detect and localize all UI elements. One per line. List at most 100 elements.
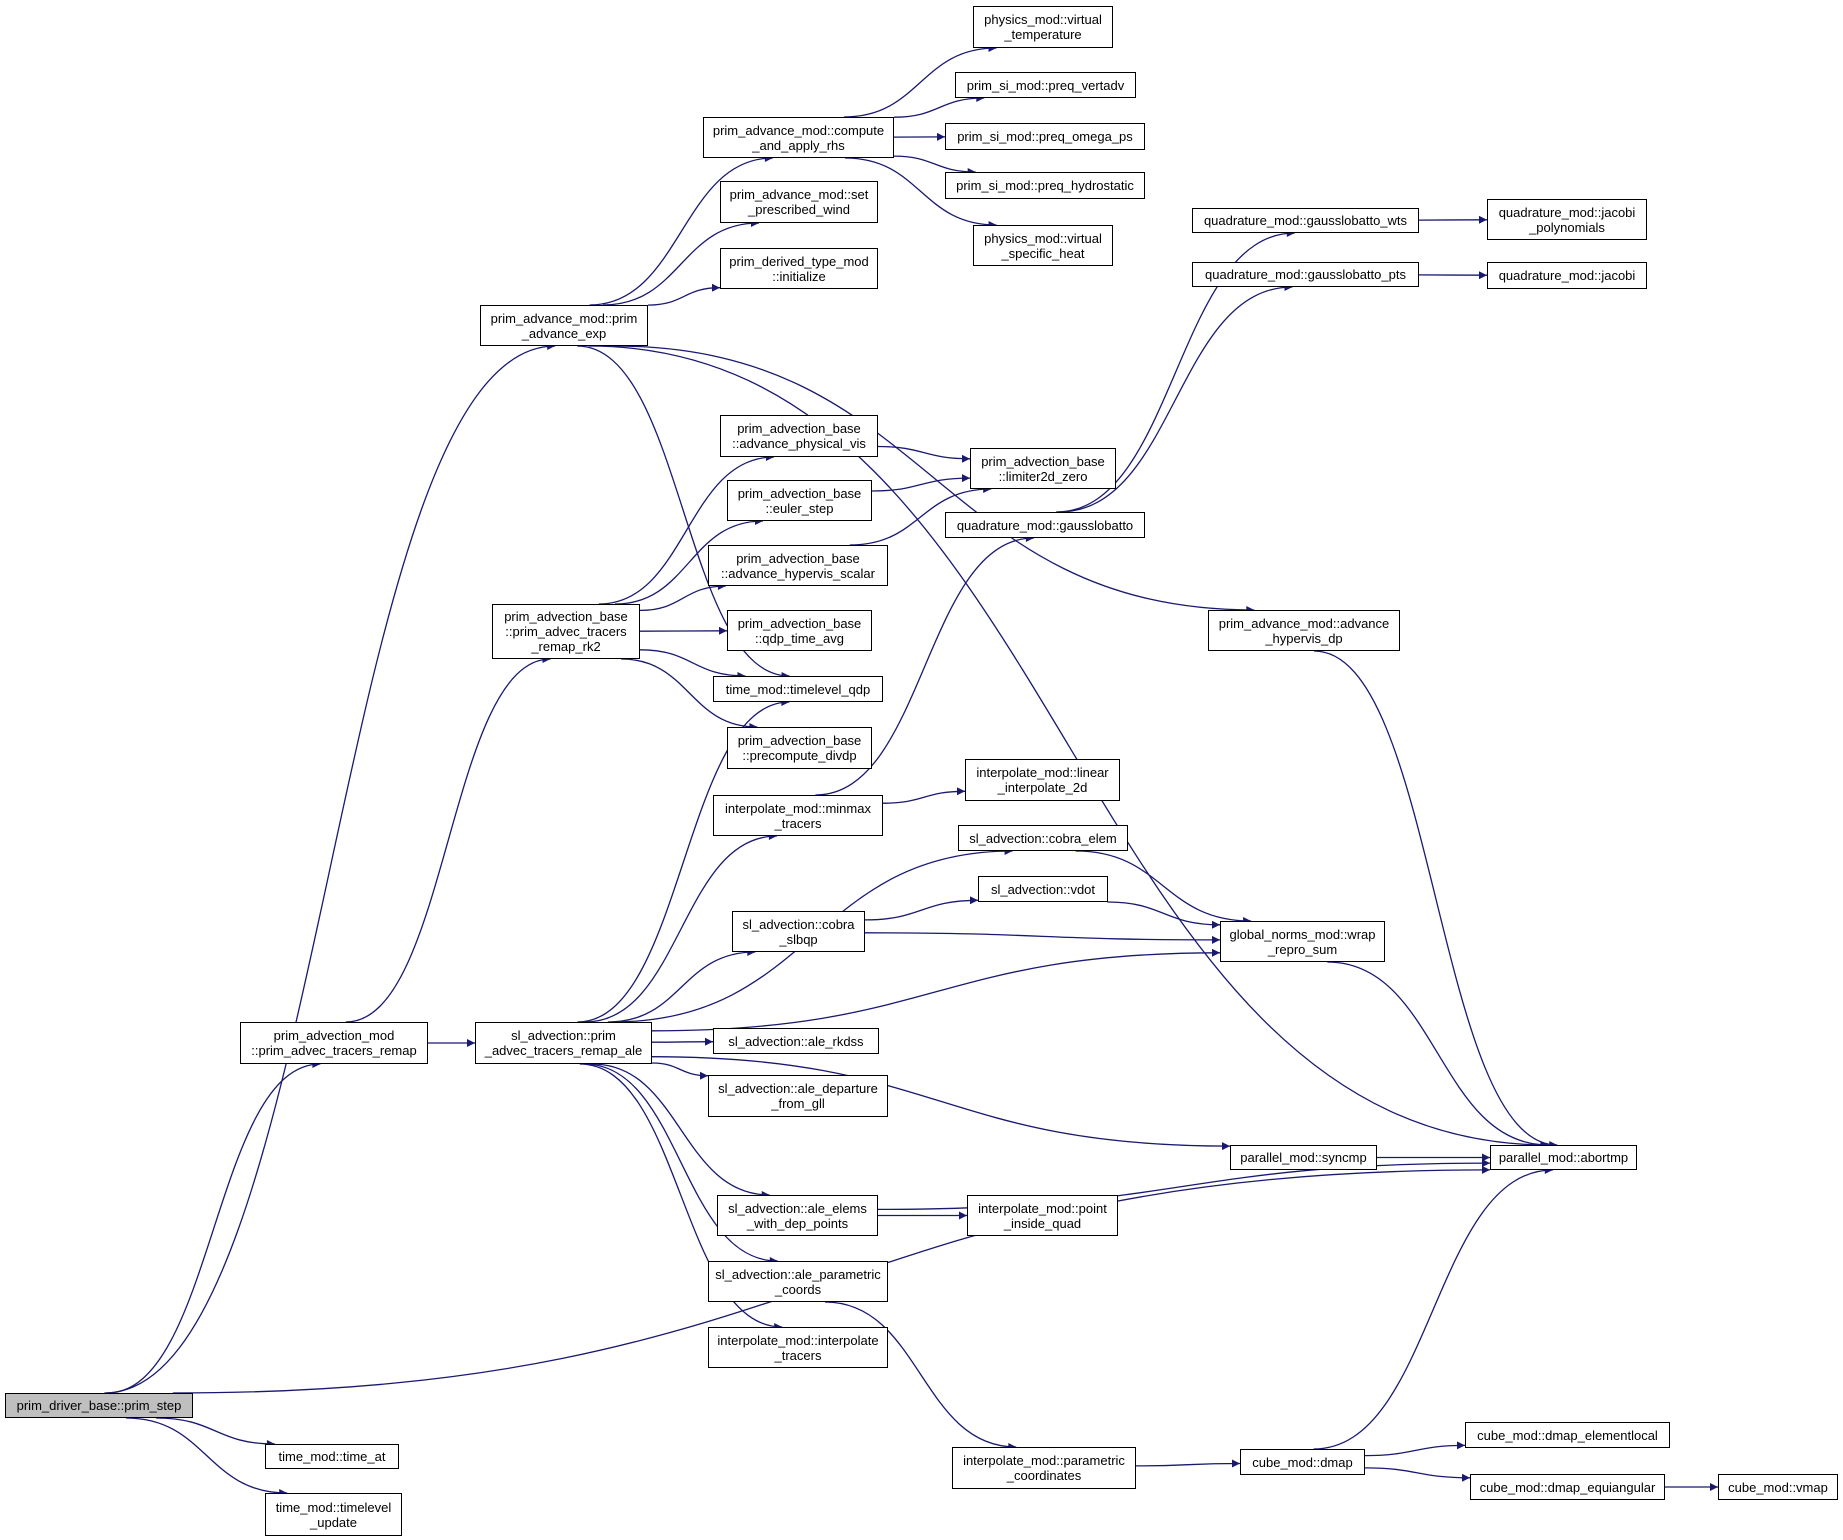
edge-prim-advance-exp-to-set-prescribed-wind <box>602 219 760 306</box>
node-virtual-specific-heat[interactable]: physics_mod::virtual_specific_heat <box>973 225 1113 266</box>
node-label-line: physics_mod::virtual <box>984 230 1102 246</box>
edge-compute-and-apply-rhs-to-preq-hydrostatic <box>893 155 976 176</box>
node-timelevel-update[interactable]: time_mod::timelevel_update <box>265 1493 402 1536</box>
node-label-line: quadrature_mod::jacobi <box>1498 268 1636 283</box>
node-precompute-divdp[interactable]: prim_advection_base::precompute_divdp <box>727 727 872 769</box>
edge-advance-hypervis-scalar-to-limiter2d-zero <box>849 485 992 546</box>
node-wrap-repro-sum[interactable]: global_norms_mod::wrap_repro_sum <box>1220 921 1385 962</box>
node-euler-step[interactable]: prim_advection_base::euler_step <box>727 480 872 521</box>
node-label-line: sl_advection::ale_elems <box>728 1200 867 1216</box>
node-label-line: time_mod::time_at <box>278 1449 386 1464</box>
node-minmax-tracers[interactable]: interpolate_mod::minmax_tracers <box>713 795 883 836</box>
node-preq-omega-ps[interactable]: prim_si_mod::preq_omega_ps <box>945 123 1145 150</box>
node-label-line: ::qdp_time_avg <box>755 630 844 646</box>
node-cobra-elem[interactable]: sl_advection::cobra_elem <box>958 825 1128 851</box>
node-ale-departure-from-gll[interactable]: sl_advection::ale_departure_from_gll <box>708 1075 888 1117</box>
node-vdot[interactable]: sl_advection::vdot <box>978 876 1108 902</box>
node-label-line: prim_derived_type_mod <box>729 253 869 269</box>
node-ale-parametric-coords[interactable]: sl_advection::ale_parametric_coords <box>708 1261 888 1302</box>
node-label-line: sl_advection::ale_departure <box>718 1081 878 1096</box>
node-label-line: ::prim_advec_tracers_remap <box>251 1043 417 1058</box>
node-label-line: quadrature_mod::jacobi <box>1498 204 1636 220</box>
node-point-inside-quad[interactable]: interpolate_mod::point_inside_quad <box>967 1195 1118 1236</box>
node-time-at[interactable]: time_mod::time_at <box>265 1444 399 1469</box>
node-label-line: time_mod::timelevel <box>275 1499 392 1515</box>
node-advance-physical-vis[interactable]: prim_advection_base::advance_physical_vi… <box>720 415 878 457</box>
node-gll-wts[interactable]: quadrature_mod::gausslobatto_wts <box>1192 208 1419 233</box>
node-label-line: interpolate_mod::minmax <box>725 800 871 816</box>
node-dmap-elementlocal[interactable]: cube_mod::dmap_elementlocal <box>1465 1422 1670 1448</box>
node-linear-interpolate-2d[interactable]: interpolate_mod::linear_interpolate_2d <box>965 759 1120 801</box>
node-jacobi[interactable]: quadrature_mod::jacobi <box>1487 262 1647 289</box>
edge-advance-physical-vis-to-limiter2d-zero <box>877 445 971 463</box>
edge-cobra-slbqp-to-vdot <box>864 896 979 921</box>
node-label-line: _repro_sum <box>1267 941 1338 957</box>
node-dmap[interactable]: cube_mod::dmap <box>1240 1449 1365 1475</box>
edge-minmax-tracers-to-linear-interpolate-2d <box>882 787 966 804</box>
node-label-line: _remap_rk2 <box>531 639 601 654</box>
node-prim-advance-exp[interactable]: prim_advance_mod::prim_advance_exp <box>480 305 648 346</box>
node-root[interactable]: prim_driver_base::prim_step <box>5 1393 193 1418</box>
node-set-prescribed-wind[interactable]: prim_advance_mod::set_prescribed_wind <box>720 181 878 223</box>
node-label-line: prim_advance_mod::compute <box>712 122 885 138</box>
node-label-line: _tracers <box>774 1347 822 1363</box>
node-label-line: quadrature_mod::gausslobatto <box>956 517 1134 533</box>
node-ale-elems-with-dep-points[interactable]: sl_advection::ale_elems_with_dep_points <box>717 1195 878 1236</box>
edge-sl-remap-ale-to-cobra-slbqp <box>607 948 756 1023</box>
node-label-line: global_norms_mod::wrap <box>1229 926 1376 942</box>
node-label-line: _specific_heat <box>1001 245 1085 261</box>
node-label-line: interpolate_mod::interpolate <box>717 1332 879 1348</box>
edge-ale-parametric-coords-to-parametric-coordinates <box>824 1301 1017 1451</box>
node-label-line: cube_mod::dmap_equiangular <box>1479 1479 1656 1495</box>
edge-sl-remap-ale-to-timelevel-qdp <box>577 698 790 1023</box>
node-interpolate-tracers[interactable]: interpolate_mod::interpolate_tracers <box>708 1327 888 1368</box>
node-label-line: _coords <box>774 1281 822 1297</box>
node-cobra-slbqp[interactable]: sl_advection::cobra_slbqp <box>732 911 865 952</box>
node-advance-hypervis-dp[interactable]: prim_advance_mod::advance_hypervis_dp <box>1208 610 1400 651</box>
node-label-line: ::advance_hypervis_scalar <box>721 565 875 581</box>
edge-sl-remap-ale-to-interpolate-tracers <box>579 1063 783 1331</box>
node-sl-remap-ale[interactable]: sl_advection::prim_advec_tracers_remap_a… <box>475 1022 652 1064</box>
node-label-line: prim_advection_base <box>737 615 862 631</box>
node-dmap-equiangular[interactable]: cube_mod::dmap_equiangular <box>1470 1474 1665 1500</box>
node-abortmp[interactable]: parallel_mod::abortmp <box>1490 1145 1637 1170</box>
edge-prim-advance-exp-to-abortmp <box>588 345 1549 1149</box>
node-label-line: prim_si_mod::preq_omega_ps <box>957 129 1133 144</box>
node-preq-vertadv[interactable]: prim_si_mod::preq_vertadv <box>955 72 1136 98</box>
node-label-line: ::precompute_divdp <box>742 748 857 763</box>
node-advance-hypervis-scalar[interactable]: prim_advection_base::advance_hypervis_sc… <box>708 545 888 586</box>
node-initialize[interactable]: prim_derived_type_mod::initialize <box>720 248 878 289</box>
edge-gausslobatto-to-gll-pts <box>1058 283 1293 513</box>
edge-sl-remap-ale-to-syncmp <box>651 1056 1231 1151</box>
node-parametric-coordinates[interactable]: interpolate_mod::parametric_coordinates <box>952 1447 1136 1489</box>
node-gll-pts[interactable]: quadrature_mod::gausslobatto_pts <box>1192 262 1419 287</box>
node-syncmp[interactable]: parallel_mod::syncmp <box>1230 1145 1377 1170</box>
node-compute-and-apply-rhs[interactable]: prim_advance_mod::compute_and_apply_rhs <box>703 117 894 158</box>
node-virtual-temperature[interactable]: physics_mod::virtual_temperature <box>973 6 1113 48</box>
node-label-line: prim_advection_base <box>737 421 861 436</box>
node-label-line: ::advance_physical_vis <box>732 436 866 451</box>
edge-pam-prim-advec-tracers-remap-to-prim-advec-tracers-remap-rk2 <box>345 655 551 1023</box>
edge-sl-remap-ale-to-minmax-tracers <box>585 832 777 1023</box>
node-timelevel-qdp[interactable]: time_mod::timelevel_qdp <box>713 676 883 702</box>
node-qdp-time-avg[interactable]: prim_advection_base::qdp_time_avg <box>727 610 872 651</box>
node-preq-hydrostatic[interactable]: prim_si_mod::preq_hydrostatic <box>945 172 1145 199</box>
node-label-line: prim_advection_base <box>504 609 628 624</box>
node-prim-advec-tracers-remap-rk2[interactable]: prim_advection_base::prim_advec_tracers_… <box>492 604 640 659</box>
edge-root-to-timelevel-update <box>125 1417 288 1497</box>
node-label-line: _polynomials <box>1529 219 1605 235</box>
node-limiter2d-zero[interactable]: prim_advection_base::limiter2d_zero <box>970 448 1116 489</box>
node-label-line: interpolate_mod::point <box>978 1200 1107 1216</box>
node-label-line: _temperature <box>1004 27 1082 42</box>
node-gausslobatto[interactable]: quadrature_mod::gausslobatto <box>945 512 1145 538</box>
node-jacobi-polynomials[interactable]: quadrature_mod::jacobi_polynomials <box>1487 199 1647 240</box>
edge-prim-advec-tracers-remap-rk2-to-advance-hypervis-scalar <box>639 582 726 612</box>
edge-prim-advance-exp-to-initialize <box>647 283 721 306</box>
node-label-line: parallel_mod::abortmp <box>1498 1150 1629 1165</box>
node-vmap[interactable]: cube_mod::vmap <box>1718 1474 1838 1500</box>
node-pam-prim-advec-tracers-remap[interactable]: prim_advection_mod::prim_advec_tracers_r… <box>240 1022 428 1064</box>
node-label-line: _with_dep_points <box>746 1215 849 1231</box>
edge-cobra-slbqp-to-wrap-repro-sum <box>864 932 1221 944</box>
node-ale-rkdss[interactable]: sl_advection::ale_rkdss <box>713 1028 879 1054</box>
node-label-line: cube_mod::vmap <box>1728 1479 1828 1495</box>
